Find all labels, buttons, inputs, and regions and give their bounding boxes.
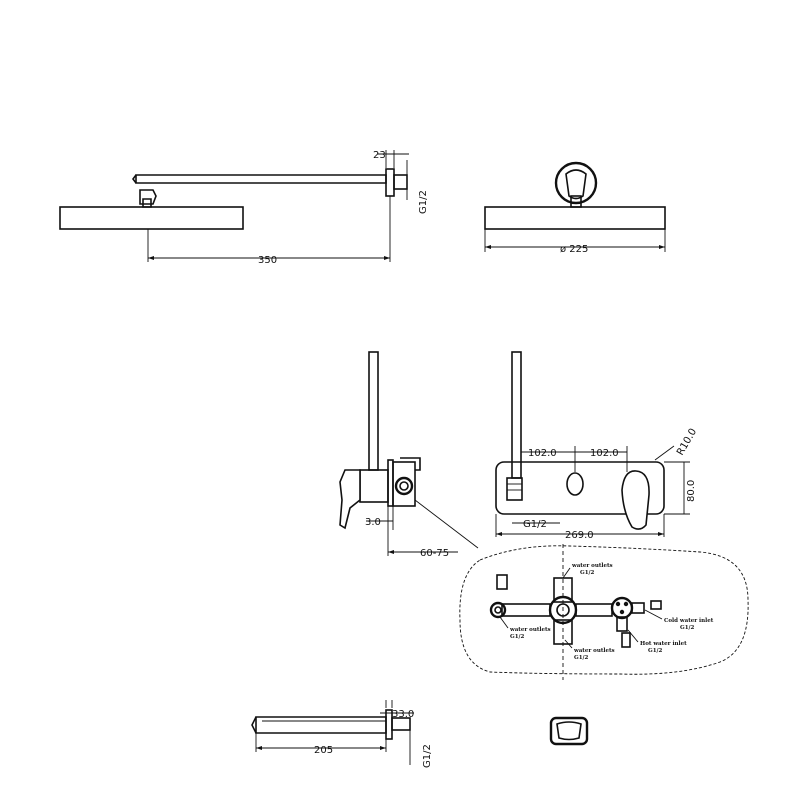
arm-tube bbox=[135, 174, 387, 184]
head-connector bbox=[139, 189, 157, 205]
wall-rose bbox=[554, 161, 598, 205]
cold-inlet-label: Cold water inlet bbox=[664, 618, 714, 624]
mixing-valve bbox=[610, 596, 634, 620]
spout-side-view: 33.0 205 G1/2 bbox=[251, 700, 433, 768]
plate-width-dim: 269.0 bbox=[565, 530, 594, 541]
mixer-side-view: 3.0 60-75 bbox=[339, 351, 479, 559]
riser-rail bbox=[368, 351, 379, 471]
right-pipe bbox=[575, 603, 613, 617]
bottom-outlet-label: water outlets bbox=[573, 648, 615, 654]
front-thread-dim: G1/2 bbox=[523, 519, 547, 530]
arm-offset-dim: 23 bbox=[373, 150, 386, 161]
left-pipe bbox=[501, 603, 551, 617]
arm-thread-dim: G1/2 bbox=[418, 190, 429, 214]
mixer-handle bbox=[339, 469, 361, 530]
plate-height-dim: 80.0 bbox=[686, 480, 697, 502]
head-diameter-dim: ø 225 bbox=[560, 244, 588, 255]
spout-length-dim: 205 bbox=[314, 745, 333, 756]
thread-stub bbox=[393, 174, 408, 190]
bottom-outlet-thread: G1/2 bbox=[574, 655, 589, 661]
left-outlet bbox=[489, 601, 507, 619]
left-outlet-label: water outlets bbox=[509, 627, 551, 633]
diverter-knob bbox=[566, 472, 584, 496]
hot-inlet-label: Hot water inlet bbox=[640, 641, 687, 647]
spout-thread-dim: G1/2 bbox=[422, 744, 433, 768]
top-outlet-label: water outlets bbox=[571, 563, 613, 569]
front-right-dim: 102.0 bbox=[590, 448, 619, 459]
head-plate-front bbox=[484, 206, 666, 230]
arm-length-dim: 350 bbox=[258, 255, 277, 266]
left-outlet-thread: G1/2 bbox=[510, 634, 525, 640]
wall-flange bbox=[385, 168, 395, 197]
spout-outlet-frame bbox=[549, 716, 589, 746]
spout-offset-dim: 33.0 bbox=[392, 709, 414, 720]
cold-inlet-thread: G1/2 bbox=[680, 625, 695, 631]
front-riser-rail bbox=[511, 351, 522, 479]
spout-body bbox=[255, 716, 387, 734]
shower-head-front-view: ø 225 bbox=[484, 161, 666, 255]
central-valve bbox=[548, 595, 578, 625]
shower-head-plate bbox=[59, 206, 244, 230]
mixer-depth-dim: 60-75 bbox=[420, 548, 449, 559]
detail-cloud-outline bbox=[459, 545, 749, 675]
hot-inlet-thread: G1/2 bbox=[648, 648, 663, 654]
mixer-front-view: 102.0 102.0 R10.0 80.0 269.0 G1/2 bbox=[495, 351, 699, 541]
spout-front-view bbox=[549, 716, 589, 746]
front-left-dim: 102.0 bbox=[528, 448, 557, 459]
shower-arm-side-view: 23 G1/2 350 bbox=[59, 150, 429, 266]
mixer-lever bbox=[621, 470, 650, 530]
top-outlet-thread: G1/2 bbox=[580, 570, 595, 576]
bottom-outlet-pipe bbox=[553, 619, 573, 645]
corner-radius-dim: R10.0 bbox=[675, 427, 699, 458]
plate-thickness-dim: 3.0 bbox=[365, 517, 381, 528]
valve-detail-callout: water outlets G1/2 water outlets G1/2 wa… bbox=[459, 544, 749, 680]
mixer-plate bbox=[495, 461, 665, 515]
